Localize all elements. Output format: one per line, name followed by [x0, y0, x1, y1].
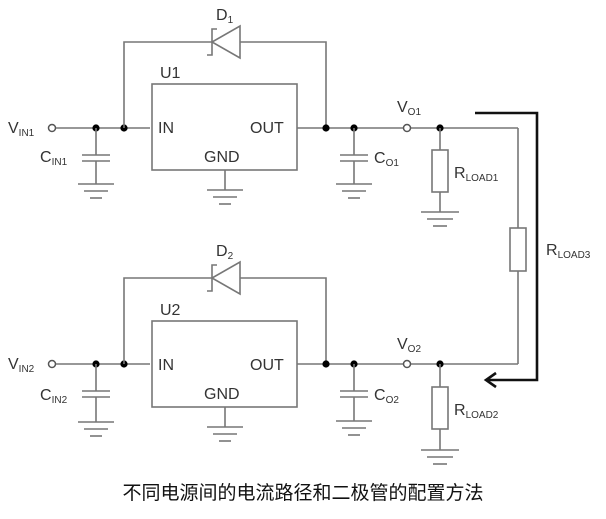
ground-icon: [421, 449, 459, 465]
co1-label: CO1: [374, 150, 399, 169]
cin2-capacitor: [82, 364, 110, 422]
rload2-resistor: [431, 364, 449, 450]
ground-icon: [207, 426, 243, 442]
rload1-resistor: [431, 128, 449, 212]
current-path-arrow-icon: [475, 111, 539, 389]
cin1-label: CIN1: [40, 149, 68, 168]
cin2-label: CIN2: [40, 387, 68, 406]
vo1-label: VO1: [397, 99, 421, 118]
u2-pin-out: OUT: [250, 357, 284, 374]
vin1-label: VIN1: [8, 120, 35, 139]
u1-regulator: [151, 83, 298, 171]
d2-label: D2: [216, 243, 234, 262]
u1-pin-gnd: GND: [204, 149, 240, 166]
u1-pin-in: IN: [158, 120, 174, 137]
co2-label: CO2: [374, 387, 399, 406]
u1-pin-out: OUT: [250, 120, 284, 137]
co1-capacitor: [340, 128, 368, 184]
vo2-label: VO2: [397, 336, 421, 355]
circuit-1: VIN1 CIN1 D1 U1 IN OUT GND: [8, 7, 518, 227]
ground-icon: [78, 183, 114, 199]
vin2-label: VIN2: [8, 356, 35, 375]
junction-dot: [322, 124, 330, 132]
d2-schottky-diode-icon: [207, 260, 241, 296]
ground-icon: [207, 189, 243, 205]
vo2-terminal: [402, 359, 412, 369]
u2-regulator: [151, 320, 298, 408]
vin1-terminal: [47, 123, 57, 133]
rload1-label: RLOAD1: [454, 165, 499, 184]
u2-label: U2: [160, 302, 181, 319]
u2-pin-gnd: GND: [204, 386, 240, 403]
vo1-terminal: [402, 123, 412, 133]
circuit-2: VIN2 CIN2 D2 U2 IN OUT GND: [8, 243, 518, 465]
rload3-label: RLOAD3: [546, 242, 591, 261]
d1-label: D1: [216, 7, 234, 26]
ground-icon: [78, 421, 114, 437]
rload3-resistor: [509, 128, 527, 364]
cin1-capacitor: [82, 128, 110, 184]
rload2-label: RLOAD2: [454, 402, 499, 421]
ground-icon: [336, 183, 372, 199]
u1-label: U1: [160, 65, 181, 82]
figure-caption: 不同电源间的电流路径和二极管的配置方法: [122, 482, 484, 504]
junction-dot: [322, 360, 330, 368]
co2-capacitor: [340, 364, 368, 421]
ground-icon: [336, 420, 372, 436]
d1-schottky-diode-icon: [207, 24, 241, 60]
ground-icon: [421, 211, 459, 227]
u2-pin-in: IN: [158, 357, 174, 374]
vin2-terminal: [47, 359, 57, 369]
